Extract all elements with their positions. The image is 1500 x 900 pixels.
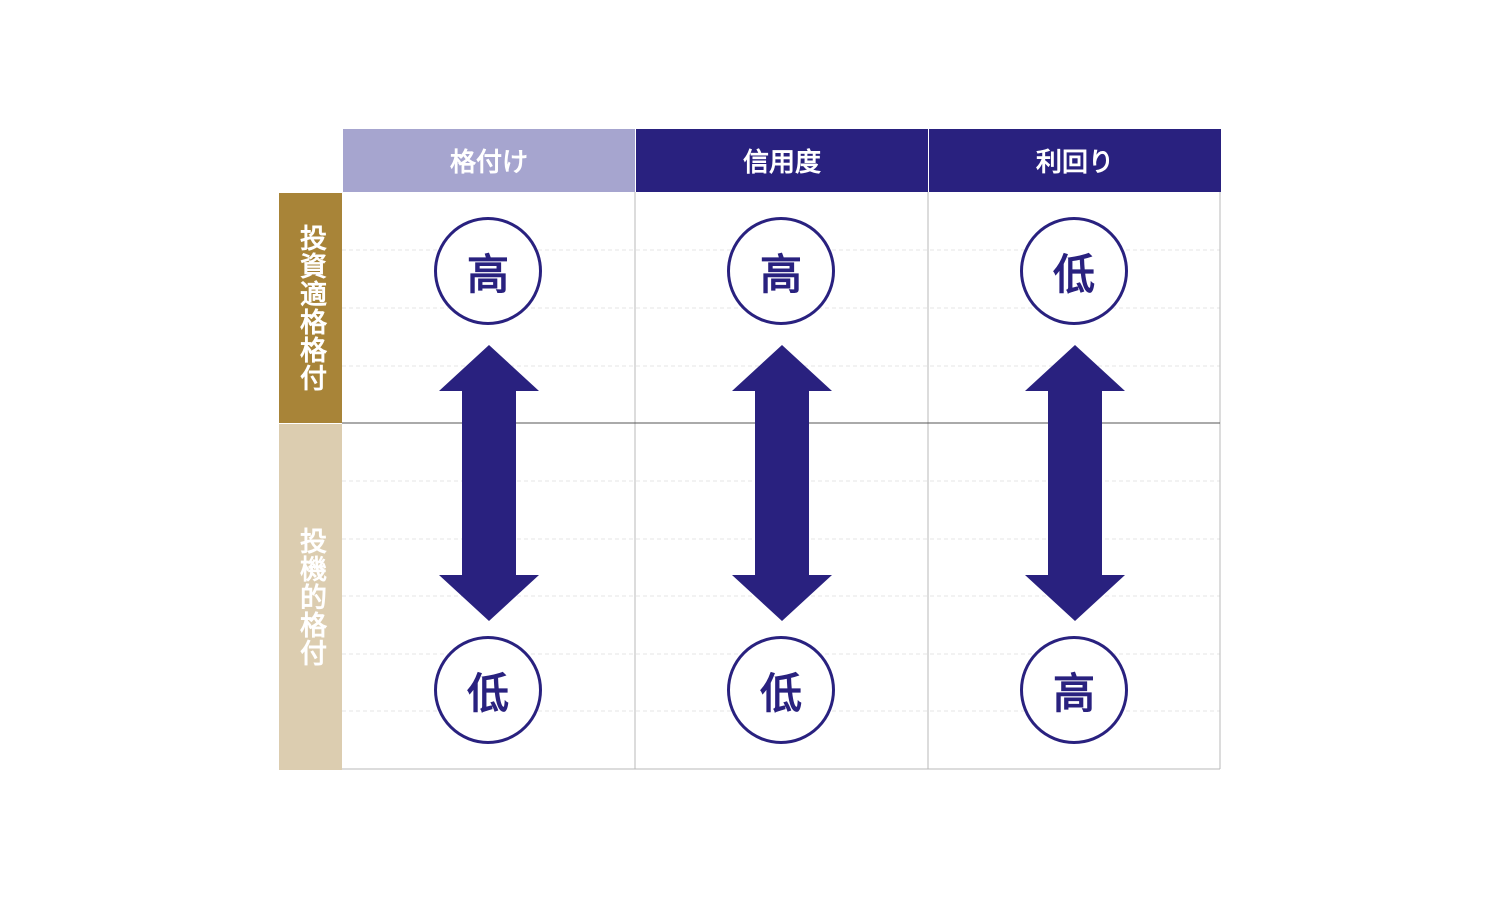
badge-yield-bottom-text: 高 — [1052, 668, 1095, 718]
badge-creditworthiness-bottom: 低 — [727, 636, 835, 744]
vertical-grid — [634, 192, 1221, 769]
column-header-creditworthiness-label: 信用度 — [742, 148, 821, 178]
column-header-yield: 利回り — [929, 129, 1221, 192]
column-header-yield-label: 利回り — [1035, 148, 1114, 178]
column-header-creditworthiness: 信用度 — [636, 129, 928, 192]
badge-creditworthiness-top: 高 — [727, 217, 835, 325]
badge-creditworthiness-bottom-text: 低 — [759, 668, 802, 718]
badge-yield-top-text: 低 — [1052, 249, 1095, 299]
row-label-investment-grade-text: 投資適格格付 — [295, 224, 326, 392]
row-label-speculative-grade: 投機的格付 — [279, 424, 342, 770]
badge-rating-bottom: 低 — [434, 636, 542, 744]
badge-yield-top: 低 — [1020, 217, 1128, 325]
double-arrow-yield — [1025, 345, 1125, 621]
column-header-rating-label: 格付け — [449, 148, 528, 178]
double-arrow-rating — [439, 345, 539, 621]
badge-rating-bottom-text: 低 — [466, 668, 509, 718]
double-arrow-creditworthiness — [732, 345, 832, 621]
badge-yield-bottom: 高 — [1020, 636, 1128, 744]
badge-rating-top: 高 — [434, 217, 542, 325]
row-label-speculative-grade-text: 投機的格付 — [295, 527, 326, 667]
column-header-rating: 格付け — [343, 129, 635, 192]
row-label-investment-grade: 投資適格格付 — [279, 193, 342, 423]
badge-creditworthiness-top-text: 高 — [759, 249, 802, 299]
badge-rating-top-text: 高 — [466, 249, 509, 299]
